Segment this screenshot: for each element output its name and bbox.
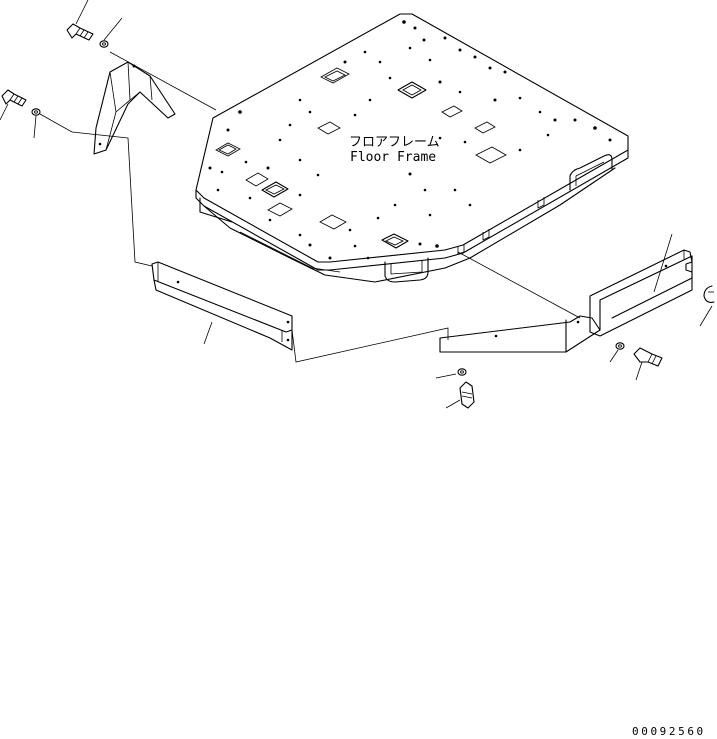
clip-right [699,285,715,327]
washer-right [609,342,625,363]
leader-line [39,113,153,267]
leader-line [457,251,581,319]
leader-line [109,51,217,111]
floor-frame-label-jp: フロアフレーム [349,135,440,150]
washer-bottom [435,368,467,379]
bolt-bottom [445,381,475,409]
cover-plate-left [151,261,293,351]
washer-left [31,108,41,139]
bolt-right [633,347,663,381]
left-bracket [93,61,176,155]
bolt-top-left [66,0,94,41]
floor-frame-label-en: Floor Frame [350,150,436,165]
cover-plate-right [439,255,693,353]
side-plate-right [589,233,693,337]
washer-top-left [99,17,123,48]
bolt-left [0,89,27,121]
floor-frame [195,13,629,283]
leader-line [291,327,449,363]
drawing-code: 00092560 [632,725,706,738]
